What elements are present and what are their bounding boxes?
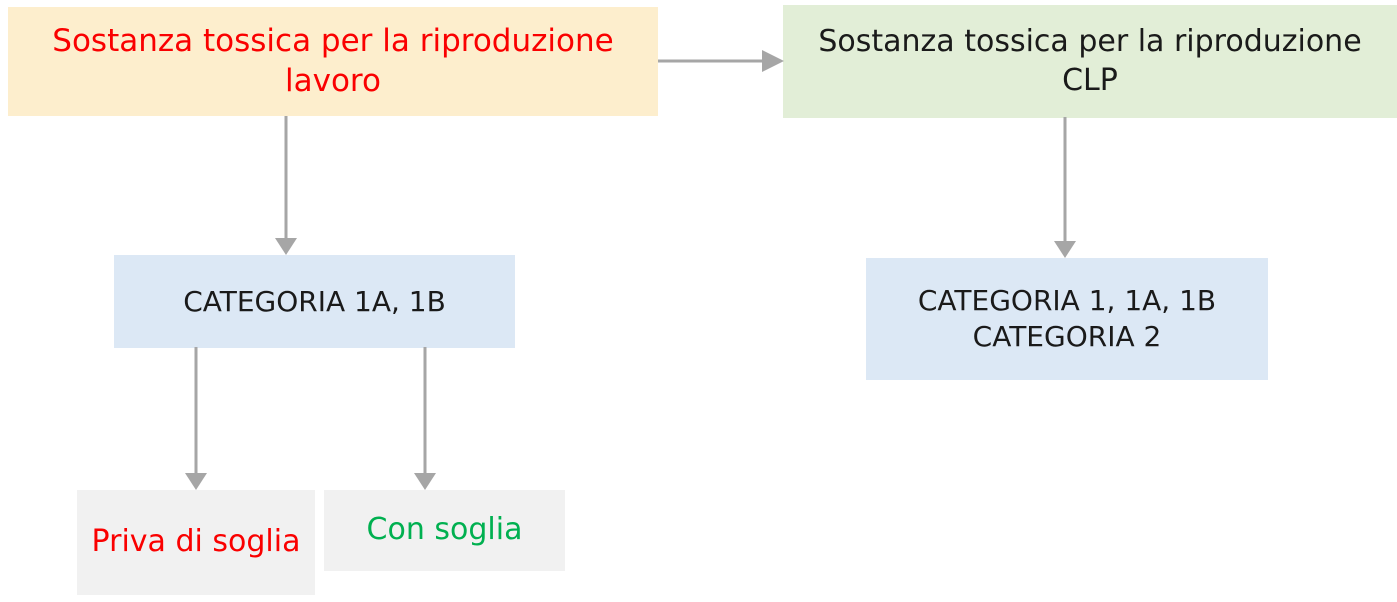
connector-category-work-to-with-threshold [409,347,441,491]
node-source-clp[interactable]: Sostanza tossica per la riproduzione CLP [783,5,1397,118]
connector-source-work-to-category-work [270,116,302,256]
node-category-clp[interactable]: CATEGORIA 1, 1A, 1B CATEGORIA 2 [866,258,1268,380]
node-category-clp-label: CATEGORIA 1, 1A, 1B CATEGORIA 2 [866,283,1268,355]
node-no-threshold[interactable]: Priva di soglia [77,490,315,595]
node-with-threshold-label: Con soglia [366,512,523,548]
node-with-threshold[interactable]: Con soglia [324,490,565,571]
connector-category-work-to-no-threshold [180,347,212,491]
node-source-clp-label: Sostanza tossica per la riproduzione CLP [818,24,1362,98]
node-category-work[interactable]: CATEGORIA 1A, 1B [114,255,515,348]
node-category-clp-line1: CATEGORIA 1, 1A, 1B [917,284,1217,318]
node-category-clp-line2: CATEGORIA 2 [972,320,1162,353]
connector-source-clp-to-category-clp [1049,117,1081,259]
node-source-work[interactable]: Sostanza tossica per la riproduzione lav… [8,7,658,116]
node-category-work-label: CATEGORIA 1A, 1B [183,284,446,318]
node-source-work-label: Sostanza tossica per la riproduzione lav… [52,22,614,99]
node-no-threshold-label: Priva di soglia [91,524,301,560]
connector-source-work-to-source-clp [656,46,786,76]
